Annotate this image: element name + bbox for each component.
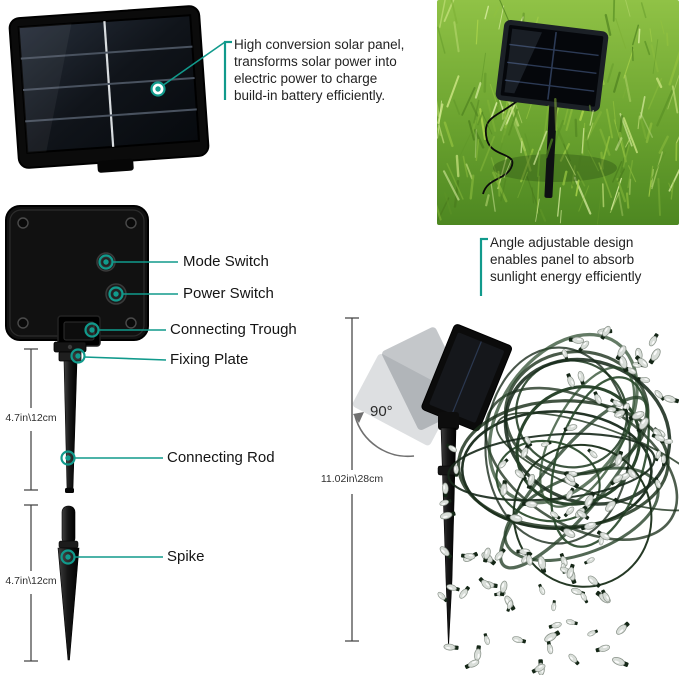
callout-lines: [74, 261, 178, 558]
label-power-switch: Power Switch: [183, 285, 274, 302]
solar-panel-note: High conversion solar panel, transforms …: [234, 37, 405, 104]
angle-note: Angle adjustable design enables panel to…: [490, 235, 642, 285]
measure-spike: 4.7in\12cm: [5, 575, 57, 587]
photo-solar-panel: [495, 19, 609, 112]
label-connecting-trough: Connecting Trough: [170, 321, 297, 338]
solar-panel-note-connector: [161, 40, 232, 100]
solar-panel-back-illustration: [5, 205, 149, 347]
angle-adjust-diagram: [352, 324, 512, 649]
callout-dot-icons: [60, 254, 124, 565]
label-spike: Spike: [167, 548, 205, 565]
rotation-arrow-icon: [354, 415, 415, 458]
string-lights-bundle: [437, 325, 679, 675]
measure-connecting-rod: 4.7in\12cm: [5, 412, 57, 424]
solar-panel-callout-dot-icon: [150, 81, 166, 97]
spike-illustration: [57, 505, 80, 661]
angle-note-bracket: [479, 237, 488, 296]
rotation-angle-label: 90°: [370, 403, 393, 420]
label-fixing-plate: Fixing Plate: [170, 351, 249, 368]
corner-screw-icons: [17, 217, 137, 329]
bundle-bulbs: [437, 325, 679, 675]
dimension-lines: [24, 317, 359, 662]
measure-assembled-height: 11.02in\28cm: [320, 473, 384, 485]
solar-panel-front-illustration: [8, 5, 210, 173]
label-connecting-rod: Connecting Rod: [167, 449, 275, 466]
grass-texture-front: [437, 97, 675, 224]
installed-panel-photo: [437, 0, 679, 225]
label-mode-switch: Mode Switch: [183, 253, 269, 270]
